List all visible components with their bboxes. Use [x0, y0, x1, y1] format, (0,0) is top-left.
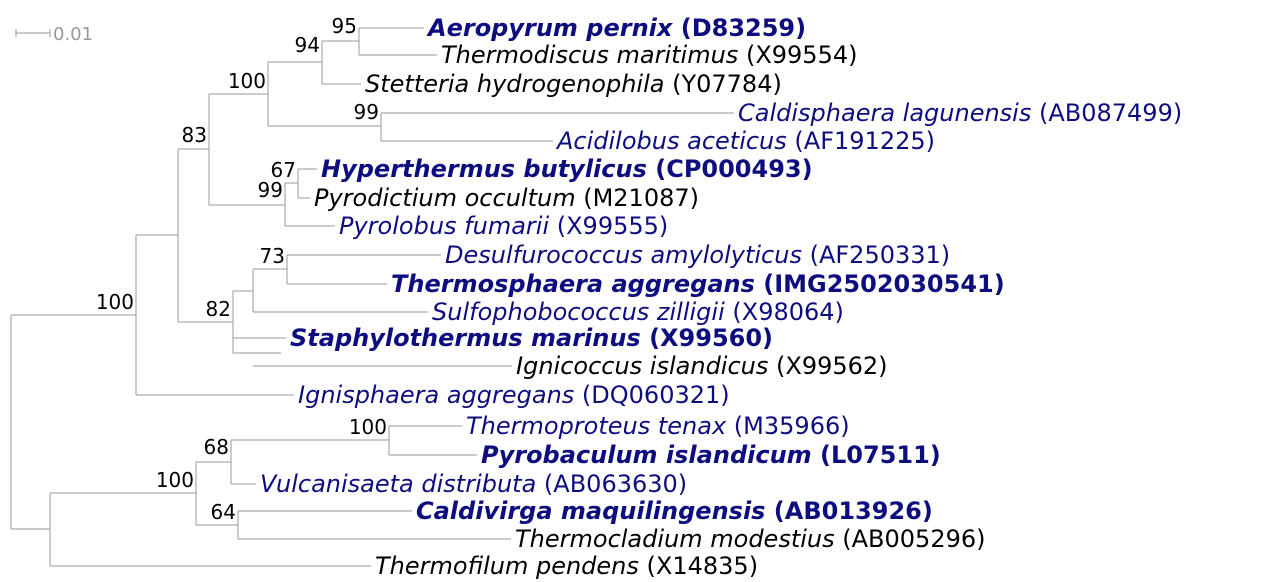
species-name: Caldisphaera lagunensis: [738, 99, 1031, 127]
tree-branches: [10, 27, 734, 567]
leaf-label: Thermosphaera aggregans (IMG2502030541): [391, 270, 1005, 298]
scale-bar: 0.01: [15, 24, 93, 45]
leaf-label: Caldisphaera lagunensis (AB087499): [738, 99, 1182, 127]
species-name: Pyrobaculum islandicum: [481, 441, 812, 469]
leaf-label: Staphylothermus marinus (X99560): [290, 324, 773, 352]
bootstrap-value: 100: [349, 415, 387, 439]
bootstrap-value: 100: [228, 69, 266, 93]
bootstrap-value: 99: [354, 100, 379, 124]
bootstrap-value: 95: [332, 14, 357, 38]
leaf-label: Ignicoccus islandicus (X99562): [516, 352, 888, 380]
leaf-label: Pyrolobus fumarii (X99555): [339, 212, 668, 240]
leaf-label: Pyrodictium occultum (M21087): [314, 184, 699, 212]
accession-number: AB087499: [1048, 99, 1173, 127]
bootstrap-value: 100: [96, 290, 134, 314]
accession-number: M35966: [743, 412, 840, 440]
species-name: Thermoproteus tenax: [466, 412, 727, 440]
leaf-label: Hyperthermus butylicus (CP000493): [321, 155, 813, 183]
species-name: Desulfurococcus amylolyticus: [445, 241, 802, 269]
leaf-label: Stetteria hydrogenophila (Y07784): [365, 70, 782, 98]
accession-number: X99555: [566, 212, 659, 240]
bootstrap-value: 83: [182, 123, 207, 147]
species-name: Caldivirga maquilingensis: [416, 497, 765, 525]
species-name: Staphylothermus marinus: [290, 324, 641, 352]
bootstrap-value: 94: [295, 33, 320, 57]
leaf-label: Pyrobaculum islandicum (L07511): [481, 441, 941, 469]
species-name: Pyrodictium occultum: [314, 184, 576, 212]
accession-number: CP000493: [666, 155, 801, 183]
leaf-label: Ignisphaera aggregans (DQ060321): [298, 381, 730, 409]
accession-number: X99554: [755, 41, 848, 69]
bootstrap-value: 99: [258, 178, 283, 202]
accession-number: AF250331: [819, 241, 941, 269]
bootstrap-value: 67: [271, 158, 296, 182]
leaf-label: Aeropyrum pernix (D83259): [426, 14, 806, 42]
species-name: Thermodiscus maritimus: [441, 41, 738, 69]
accession-number: AF191225: [804, 127, 926, 155]
species-name: Thermosphaera aggregans: [391, 270, 755, 298]
leaf-label: Thermodiscus maritimus (X99554): [441, 41, 857, 69]
accession-number: AB063630: [553, 470, 678, 498]
leaf-label: Desulfurococcus amylolyticus (AF250331): [445, 241, 950, 269]
leaf-label: Caldivirga maquilingensis (AB013926): [416, 497, 933, 525]
accession-number: X14835: [656, 552, 749, 580]
species-name: Aeropyrum pernix: [426, 14, 674, 42]
bootstrap-value: 82: [206, 297, 231, 321]
bootstrap-value: 100: [156, 468, 194, 492]
species-name: Stetteria hydrogenophila: [365, 70, 664, 98]
species-name: Hyperthermus butylicus: [321, 155, 647, 183]
accession-number: IMG2502030541: [774, 270, 994, 298]
bootstrap-value: 64: [211, 500, 236, 524]
bootstrap-value: 68: [204, 435, 229, 459]
accession-number: L07511: [831, 441, 930, 469]
scale-bar-label: 0.01: [53, 24, 93, 45]
species-name: Thermofilum pendens: [375, 552, 639, 580]
accession-number: DQ060321: [591, 381, 720, 409]
species-name: Vulcanisaeta distributa: [260, 470, 536, 498]
accession-number: M21087: [593, 184, 690, 212]
species-name: Pyrolobus fumarii: [339, 212, 549, 240]
bootstrap-values: 95 94 99 100 67 99 83 73 82 100 100 68 6…: [96, 14, 387, 524]
accession-number: Y07784: [680, 70, 772, 98]
species-name: Thermocladium modestius: [515, 525, 835, 553]
accession-number: AB013926: [785, 497, 922, 525]
accession-number: X99560: [660, 324, 762, 352]
species-name: Acidilobus aceticus: [555, 127, 787, 155]
leaf-label: Sulfophobococcus zilligii (X98064): [432, 298, 844, 326]
leaf-label: Acidilobus aceticus (AF191225): [555, 127, 935, 155]
accession-number: AB005296: [852, 525, 977, 553]
accession-number: X98064: [742, 298, 835, 326]
accession-number: X99562: [785, 352, 878, 380]
leaf-label: Vulcanisaeta distributa (AB063630): [260, 470, 687, 498]
bootstrap-value: 73: [260, 244, 285, 268]
accession-number: D83259: [692, 14, 795, 42]
species-name: Sulfophobococcus zilligii: [432, 298, 725, 326]
leaf-label: Thermocladium modestius (AB005296): [515, 525, 986, 553]
species-name: Ignicoccus islandicus: [516, 352, 768, 380]
leaf-label: Thermoproteus tenax (M35966): [466, 412, 850, 440]
leaf-label: Thermofilum pendens (X14835): [375, 552, 758, 580]
leaf-labels: Aeropyrum pernix (D83259) Thermodiscus m…: [260, 14, 1182, 580]
species-name: Ignisphaera aggregans: [298, 381, 574, 409]
